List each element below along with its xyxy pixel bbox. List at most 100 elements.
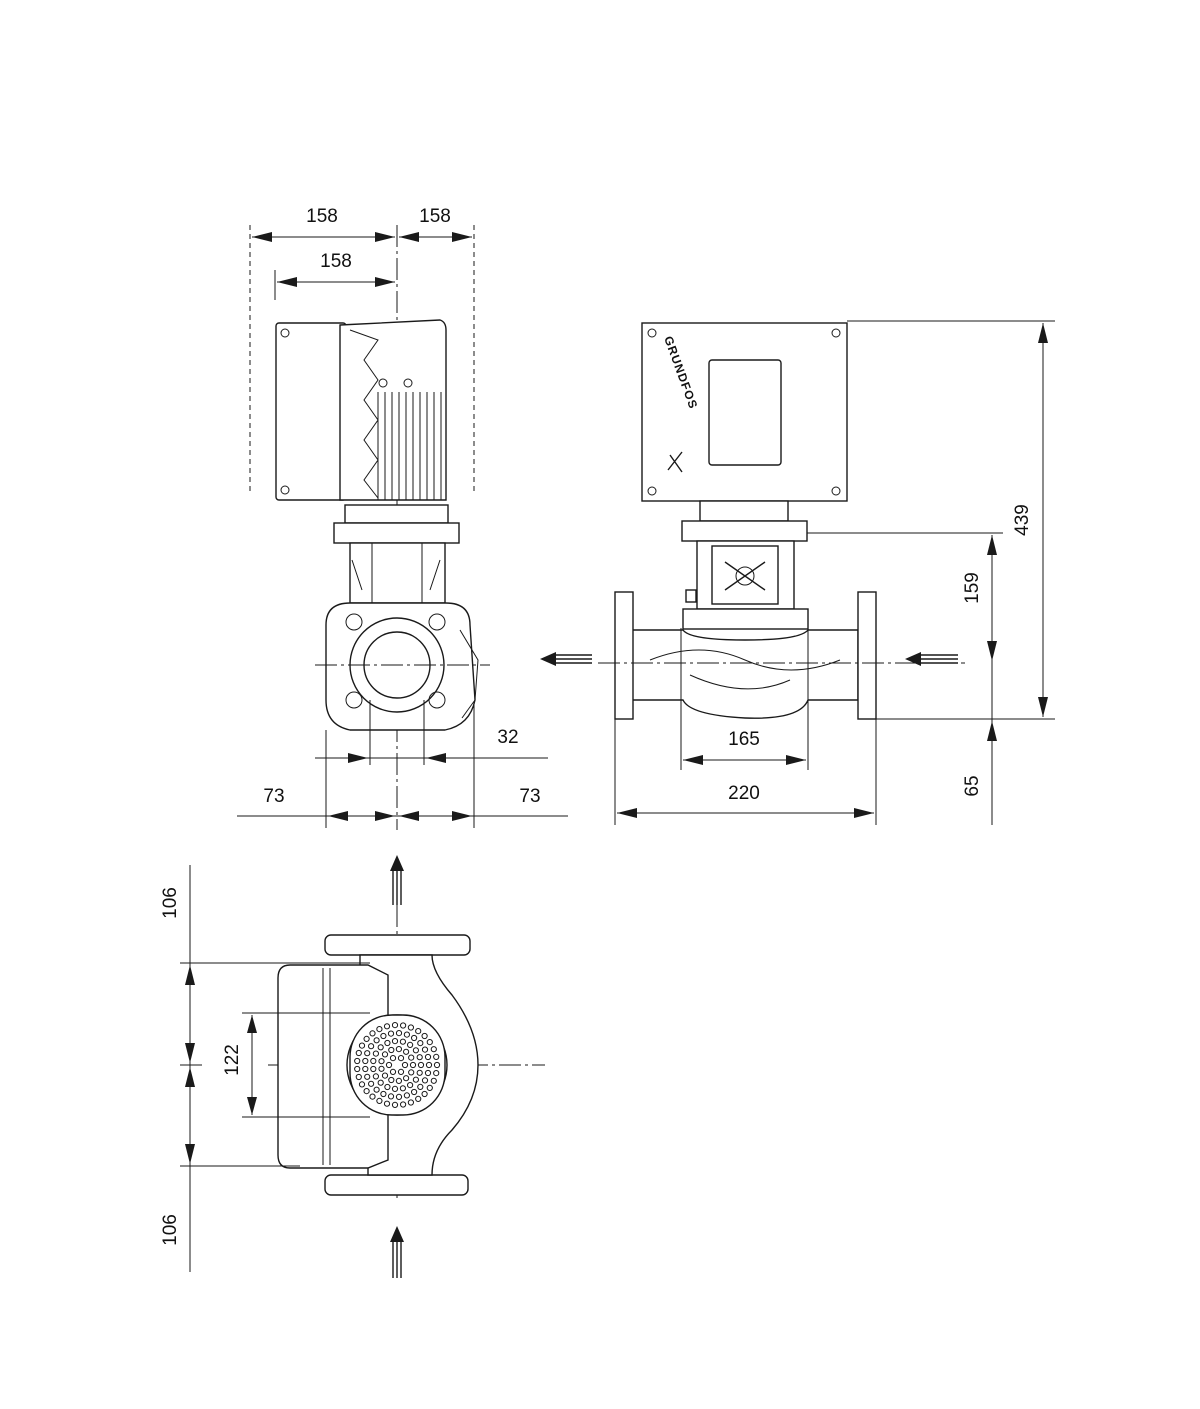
fan-hole <box>407 1099 414 1106</box>
top-inlet-flow-arrow-icon <box>390 1226 404 1278</box>
fan-hole <box>362 1057 369 1065</box>
dim-flange-offset: 32 <box>497 727 518 748</box>
fan-hole <box>433 1053 440 1061</box>
fan-hole <box>430 1046 437 1053</box>
fan-hole <box>378 1065 385 1072</box>
fan-hole <box>358 1042 366 1049</box>
fan-hole <box>399 1085 406 1092</box>
fan-hole <box>384 1039 391 1047</box>
fan-hole <box>364 1050 371 1057</box>
fan-hole <box>354 1057 361 1065</box>
control-box <box>275 322 347 501</box>
fan-hole <box>412 1076 419 1083</box>
fan-hole <box>411 1034 418 1042</box>
fan-hole <box>424 1053 432 1061</box>
fan-hole <box>415 1028 422 1035</box>
dim-base-left: 73 <box>263 786 284 807</box>
fan-hole <box>417 1083 424 1091</box>
fan-hole <box>433 1070 440 1077</box>
grundfos-x-icon <box>667 451 683 473</box>
fan-hole <box>407 1082 414 1089</box>
fan-hole <box>362 1065 369 1073</box>
dim-length-total: 220 <box>728 783 760 804</box>
fan-hole <box>370 1057 377 1065</box>
fan-hole <box>391 1101 399 1109</box>
fan-hole <box>364 1073 371 1080</box>
fan-hole <box>372 1073 379 1080</box>
fan-hole <box>363 1035 370 1043</box>
fan-grille <box>354 1022 441 1109</box>
fan-hole <box>403 1048 410 1055</box>
fan-hole <box>368 1080 375 1087</box>
fan-hole <box>395 1030 403 1037</box>
coupling-x-icon <box>724 561 766 591</box>
dim-height-base: 65 <box>962 775 983 796</box>
fan-hole <box>400 1101 407 1108</box>
fan-hole <box>372 1050 379 1057</box>
fan-hole <box>397 1055 405 1062</box>
dim-line-top-left <box>252 232 395 242</box>
dim-top-right: 158 <box>419 206 451 227</box>
fan-hole <box>395 1046 402 1053</box>
fan-hole <box>358 1081 366 1088</box>
pump-casing <box>631 629 859 719</box>
dim-line-top-right <box>399 232 472 242</box>
fan-hole <box>397 1068 405 1076</box>
fan-hole <box>385 1061 393 1069</box>
fan-hole <box>417 1040 424 1047</box>
outlet-flow-arrow-icon <box>540 652 592 666</box>
fan-hole <box>399 1038 406 1045</box>
motor-housing <box>339 319 447 501</box>
fan-hole <box>355 1049 362 1057</box>
fan-hole <box>389 1068 397 1076</box>
fan-hole <box>421 1077 429 1084</box>
dim-height-total: 439 <box>1012 504 1033 536</box>
fan-hole <box>377 1079 384 1086</box>
fan-hole <box>389 1055 397 1062</box>
fan-hole <box>416 1069 423 1076</box>
fan-hole <box>403 1092 410 1099</box>
top-outlet-flange <box>324 934 471 956</box>
motor-fan-cover <box>349 1014 446 1116</box>
dim-height-port: 159 <box>962 572 983 604</box>
inlet-flange <box>614 591 634 720</box>
fan-hole <box>384 1083 391 1091</box>
dim-top-upper: 106 <box>160 887 181 919</box>
fan-hole <box>377 1044 384 1051</box>
fan-hole <box>370 1065 377 1073</box>
fan-hole <box>403 1031 410 1038</box>
fan-hole <box>424 1069 432 1077</box>
fan-hole <box>407 1024 414 1031</box>
fan-hole <box>415 1095 422 1103</box>
fan-hole <box>373 1086 380 1093</box>
dim-base-right: 73 <box>519 786 540 807</box>
fan-hole <box>417 1061 425 1069</box>
fan-hole <box>426 1084 433 1092</box>
fan-hole <box>380 1090 387 1098</box>
dim-top-inner: 158 <box>320 251 352 272</box>
fan-hole <box>383 1023 391 1030</box>
fan-hole <box>376 1097 383 1105</box>
dim-line-top-inner <box>277 277 395 287</box>
fan-hole <box>373 1037 380 1044</box>
dim-top-left: 158 <box>306 206 338 227</box>
fan-hole <box>387 1093 395 1100</box>
fan-hole <box>387 1030 395 1037</box>
fan-hole <box>430 1077 437 1084</box>
fan-hole <box>401 1061 409 1069</box>
fan-hole <box>355 1073 362 1081</box>
fan-hole <box>354 1065 361 1073</box>
fan-hole <box>426 1039 433 1046</box>
dim-port-width: 165 <box>728 729 760 750</box>
fan-hole <box>421 1046 429 1053</box>
fan-hole <box>388 1076 395 1084</box>
fan-hole <box>433 1061 441 1069</box>
fan-hole <box>421 1090 428 1098</box>
fan-hole <box>408 1069 415 1076</box>
fan-hole <box>391 1085 399 1093</box>
fan-hole <box>391 1022 399 1029</box>
fan-hole <box>407 1041 414 1049</box>
outlet-flange <box>857 591 877 720</box>
fan-hole <box>395 1077 402 1085</box>
fan-hole <box>425 1061 433 1069</box>
